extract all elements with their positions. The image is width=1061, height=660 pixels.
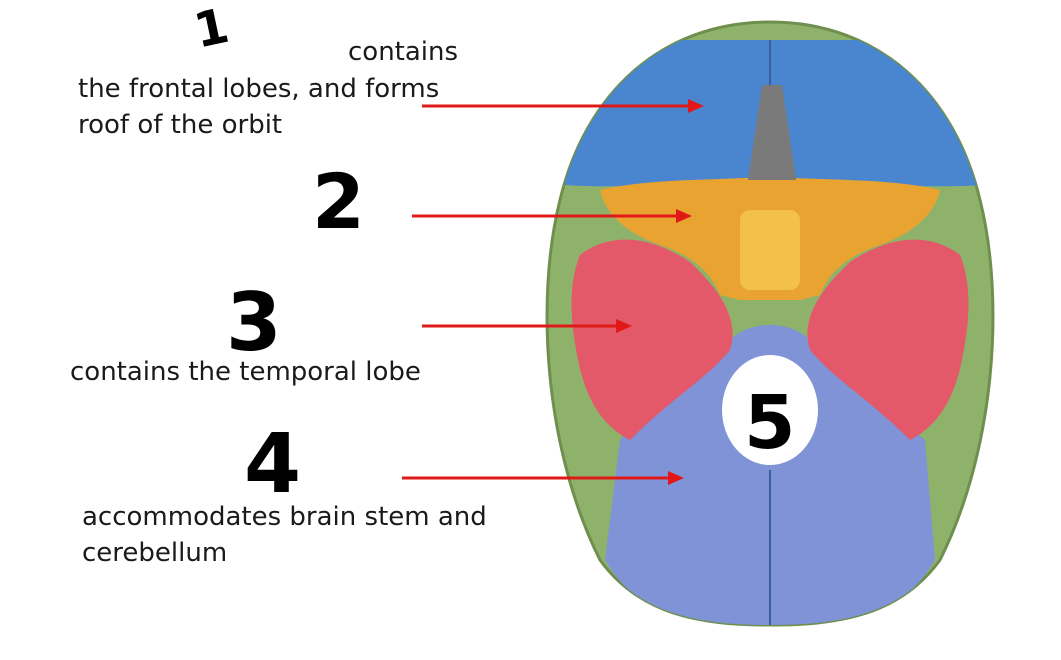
region-numbers: 1 2 3 4 5 <box>189 0 795 512</box>
number-1: 1 <box>189 0 233 59</box>
number-2: 2 <box>312 157 365 246</box>
arrow-4-head <box>668 471 684 485</box>
caption-3: contains the temporal lobe <box>70 357 421 387</box>
sella-turcica <box>740 210 800 290</box>
caption-1-line2: roof of the orbit <box>78 110 283 140</box>
number-3: 3 <box>226 276 282 369</box>
number-5: 5 <box>744 380 796 466</box>
foramen-magnum <box>722 355 818 465</box>
caption-1-line1: the frontal lobes, and forms <box>78 74 440 104</box>
caption-4-line1: accommodates brain stem and <box>82 502 487 532</box>
middle-fossa-temporal-right <box>807 239 969 440</box>
middle-fossa-temporal-left <box>571 239 733 440</box>
caption-4-line2: cerebellum <box>82 538 228 568</box>
arrow-3-head <box>616 319 632 333</box>
arrow-1-head <box>688 99 704 113</box>
arrow-2-head <box>676 209 692 223</box>
arrows <box>402 99 704 485</box>
crista-galli <box>748 85 796 180</box>
caption-1-lead: contains <box>348 37 459 67</box>
number-4: 4 <box>244 417 301 512</box>
